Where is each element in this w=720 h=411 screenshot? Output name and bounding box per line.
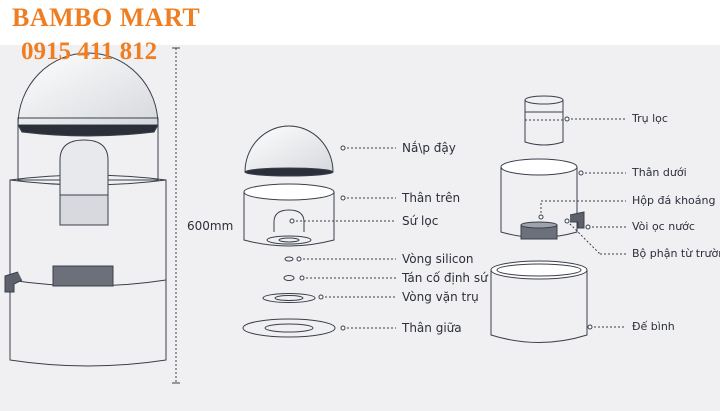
label-nap-day: Nắ\p đậy: [402, 141, 456, 155]
label-tru-loc: Trụ lọc: [632, 112, 668, 126]
watermark-phone: 0915 411 812: [21, 36, 157, 68]
dimension-line: [172, 48, 180, 383]
label-vong-van-tru: Vòng vặn trụ: [402, 290, 479, 304]
assembled-filter: [5, 53, 166, 366]
label-bo-phan-tu-truong: Bộ phận từ trường: [632, 247, 720, 261]
watermark-brand: BAMBO MART: [12, 2, 200, 34]
dimension-label: 600mm: [187, 219, 233, 233]
middle-parts: [243, 126, 335, 337]
label-de-binh: Đế bình: [632, 320, 675, 334]
label-hop-da-khoang: Hộp đá khoáng: [632, 194, 715, 208]
label-voi-oc-nuoc: Vòi ọc nước: [632, 220, 695, 234]
label-than-giua: Thân giữa: [402, 321, 462, 335]
label-tan-co-dinh-su: Tán cố định sứ: [402, 271, 488, 285]
right-parts: [491, 96, 587, 343]
label-than-tren: Thân trên: [402, 191, 460, 205]
label-than-duoi: Thân dưới: [632, 166, 687, 180]
label-su-loc: Sứ lọc: [402, 214, 438, 228]
label-vong-silicon: Vòng silicon: [402, 252, 473, 266]
